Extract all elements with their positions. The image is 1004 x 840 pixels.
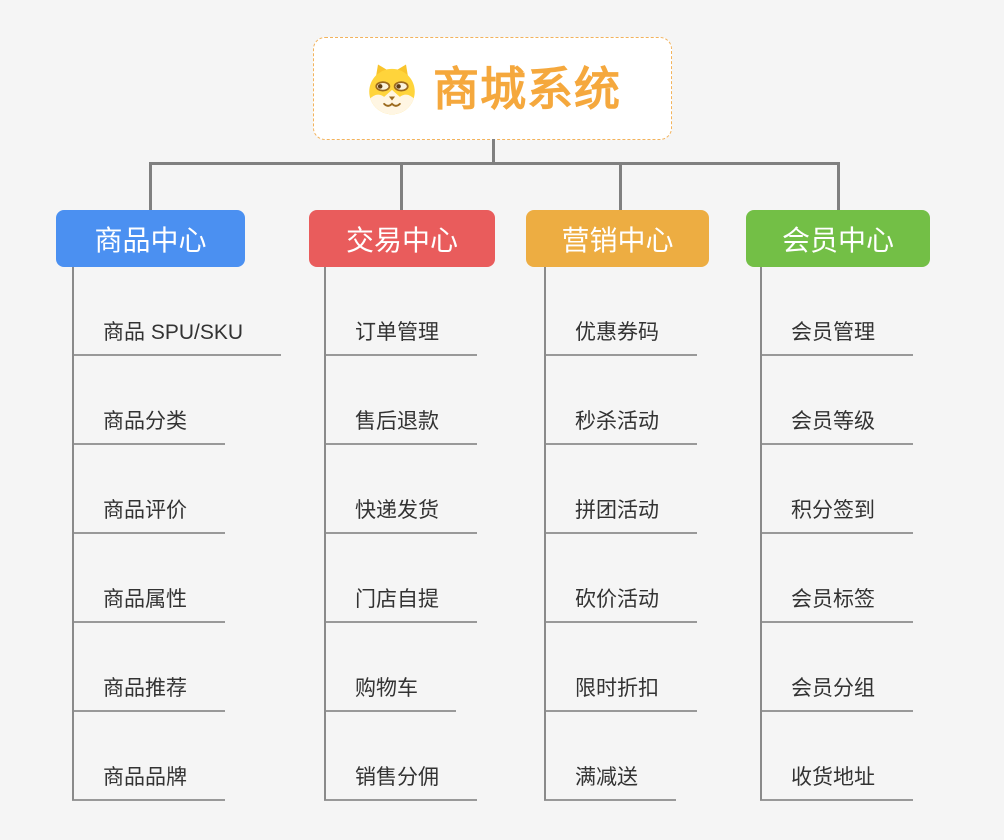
child-node[interactable]: 快递发货 — [324, 445, 477, 534]
connector-column-line — [72, 267, 74, 800]
child-node-label: 会员分组 — [760, 676, 913, 712]
connector-column-line — [544, 267, 546, 800]
branch-node-1[interactable]: 商品中心 — [56, 210, 245, 267]
child-node-label: 限时折扣 — [544, 676, 697, 712]
connector-root-stem — [492, 139, 495, 163]
child-node[interactable]: 收货地址 — [760, 712, 913, 801]
child-node-label: 购物车 — [324, 676, 456, 712]
branch-children-column: 会员管理会员等级积分签到会员标签会员分组收货地址 — [760, 267, 913, 801]
child-node-label: 优惠券码 — [544, 320, 697, 356]
branch-children-column: 商品 SPU/SKU 商品分类商品评价商品属性商品推荐商品品牌 — [72, 267, 282, 801]
branch-children-column: 订单管理售后退款快递发货门店自提购物车销售分佣 — [324, 267, 477, 801]
dog-face-icon — [364, 61, 420, 117]
child-node[interactable]: 商品品牌 — [72, 712, 281, 801]
child-node-label: 会员管理 — [760, 320, 913, 356]
child-node[interactable]: 拼团活动 — [544, 445, 697, 534]
child-node[interactable]: 商品属性 — [72, 534, 281, 623]
child-node-label: 积分签到 — [760, 498, 913, 534]
branch-label: 会员中心 — [781, 224, 894, 256]
child-node[interactable]: 售后退款 — [324, 356, 477, 445]
child-node[interactable]: 门店自提 — [324, 534, 477, 623]
child-node-label: 商品属性 — [72, 587, 225, 623]
branch-label: 商品中心 — [94, 224, 207, 256]
root-title: 商城系统 — [433, 62, 621, 115]
child-node-label: 订单管理 — [324, 320, 477, 356]
connector-horizontal-bar — [149, 162, 840, 165]
connector-drop — [149, 164, 152, 210]
child-node[interactable]: 销售分佣 — [324, 712, 477, 801]
child-node-label: 拼团活动 — [544, 498, 697, 534]
child-node-label: 商品品牌 — [72, 765, 225, 801]
child-node[interactable]: 优惠券码 — [544, 267, 697, 356]
child-node-label: 商品推荐 — [72, 676, 225, 712]
child-node-label: 商品 SPU/SKU — [72, 320, 282, 356]
child-node[interactable]: 积分签到 — [760, 445, 913, 534]
child-node[interactable]: 满减送 — [544, 712, 697, 801]
child-node[interactable]: 会员等级 — [760, 356, 913, 445]
child-node[interactable]: 商品评价 — [72, 445, 281, 534]
root-node[interactable]: 商城系统 — [313, 37, 672, 140]
child-node-label: 门店自提 — [324, 587, 477, 623]
child-node[interactable]: 商品分类 — [72, 356, 281, 445]
child-node[interactable]: 秒杀活动 — [544, 356, 697, 445]
child-node-label: 商品分类 — [72, 409, 225, 445]
branch-label: 交易中心 — [345, 224, 458, 256]
branch-node-3[interactable]: 营销中心 — [526, 210, 709, 267]
connector-column-line — [760, 267, 762, 800]
child-node[interactable]: 限时折扣 — [544, 623, 697, 712]
child-node-label: 商品评价 — [72, 498, 225, 534]
child-node-label: 售后退款 — [324, 409, 477, 445]
child-node[interactable]: 会员分组 — [760, 623, 913, 712]
child-node[interactable]: 会员管理 — [760, 267, 913, 356]
child-node-label: 销售分佣 — [324, 765, 477, 801]
child-node[interactable]: 购物车 — [324, 623, 477, 712]
connector-column-line — [324, 267, 326, 800]
child-node-label: 收货地址 — [760, 765, 913, 801]
child-node-label: 会员标签 — [760, 587, 913, 623]
connector-drop — [400, 164, 403, 210]
child-node-label: 秒杀活动 — [544, 409, 697, 445]
child-node[interactable]: 商品推荐 — [72, 623, 281, 712]
child-node-label: 快递发货 — [324, 498, 477, 534]
child-node-label: 满减送 — [544, 765, 676, 801]
child-node[interactable]: 商品 SPU/SKU — [72, 267, 282, 356]
connector-drop — [837, 164, 840, 210]
branch-node-2[interactable]: 交易中心 — [309, 210, 495, 267]
branch-children-column: 优惠券码秒杀活动拼团活动砍价活动限时折扣满减送 — [544, 267, 697, 801]
branch-label: 营销中心 — [561, 224, 674, 256]
child-node[interactable]: 订单管理 — [324, 267, 477, 356]
branch-node-4[interactable]: 会员中心 — [746, 210, 930, 267]
child-node-label: 砍价活动 — [544, 587, 697, 623]
child-node[interactable]: 会员标签 — [760, 534, 913, 623]
child-node[interactable]: 砍价活动 — [544, 534, 697, 623]
connector-drop — [619, 164, 622, 210]
child-node-label: 会员等级 — [760, 409, 913, 445]
